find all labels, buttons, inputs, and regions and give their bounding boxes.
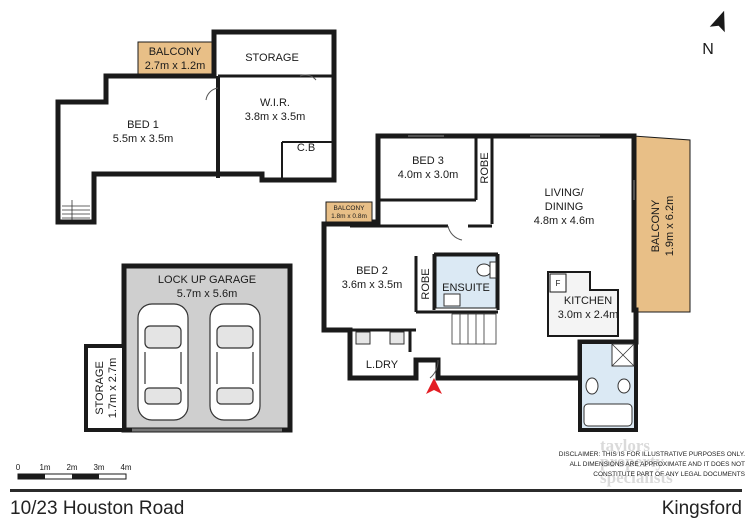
- bed1-size: 5.5m x 3.5m: [113, 133, 174, 145]
- cb-label: C.B: [297, 142, 315, 154]
- bed2-size: 3.6m x 3.5m: [342, 279, 403, 291]
- watermark-line1: taylors: [600, 436, 651, 455]
- watermark-line3: specialists: [600, 468, 673, 487]
- disclaimer-line3: CONSTITUTE PART OF ANY LEGAL DOCUMENTS: [593, 471, 745, 478]
- living-name: LIVING/: [544, 187, 584, 199]
- balcony-top-name-2: BALCONY: [149, 46, 202, 58]
- ldry-label: L.DRY: [366, 359, 399, 371]
- robe-bed2-label: ROBE: [420, 268, 432, 299]
- balcony-small-size: 1.8m x 0.8m: [331, 213, 367, 220]
- storage-garage-size: 1.7m x 2.7m: [107, 358, 119, 419]
- entry-arrow: [426, 378, 442, 394]
- balcony-small-fill: [325, 201, 373, 223]
- scale-tick-4: 4m: [120, 463, 131, 472]
- garage-name: LOCK UP GARAGE: [158, 274, 256, 286]
- wir-name: W.I.R.: [260, 97, 290, 109]
- garage-storage-fill: [84, 344, 126, 432]
- scale-tick-2: 2m: [66, 463, 77, 472]
- balcony-right-fill: [633, 135, 691, 313]
- balcony-small-name: BALCONY: [333, 205, 365, 212]
- living-name2: DINING: [545, 201, 584, 213]
- fridge-label: F: [556, 279, 561, 288]
- bed2-name: BED 2: [356, 265, 388, 277]
- kitchen-size: 3.0m x 2.4m: [558, 309, 619, 321]
- storage-top-label: STORAGE: [245, 52, 299, 64]
- watermark-line2: property: [600, 452, 664, 471]
- stair-upper: [62, 200, 90, 220]
- disclaimer: DISCLAIMER: THIS IS FOR ILLUSTRATIVE PUR…: [555, 450, 745, 480]
- car-icon: [137, 303, 189, 421]
- bed3-name: BED 3: [412, 155, 444, 167]
- north-arrow-icon: N: [702, 10, 725, 58]
- storage-garage-name: STORAGE: [94, 361, 106, 415]
- living-size: 4.8m x 4.6m: [534, 215, 595, 227]
- robe-bed3-label: ROBE: [479, 152, 491, 183]
- upper-walls: [55, 29, 337, 225]
- property-address: 10/23 Houston Road: [10, 498, 185, 519]
- car-icon: [209, 303, 261, 421]
- scale-bar: [17, 473, 127, 480]
- balcony-top-size-2: 2.7m x 1.2m: [145, 60, 206, 72]
- scale-tick-0: 0: [16, 463, 21, 472]
- property-suburb: Kingsford: [661, 498, 742, 519]
- wir-size: 3.8m x 3.5m: [245, 111, 306, 123]
- watermark: taylors property specialists: [600, 436, 673, 487]
- footer-divider: [10, 489, 742, 492]
- scale-tick-1: 1m: [39, 463, 50, 472]
- ensuite-label: ENSUITE: [442, 282, 490, 294]
- disclaimer-line1: DISCLAIMER: THIS IS FOR ILLUSTRATIVE PUR…: [558, 451, 745, 458]
- balcony-right-name: BALCONY: [650, 199, 662, 252]
- stair-main: [451, 313, 497, 345]
- scale-tick-3: 3m: [93, 463, 104, 472]
- bed1-name: BED 1: [127, 119, 159, 131]
- bed3-size: 4.0m x 3.0m: [398, 169, 459, 181]
- garage-size: 5.7m x 5.6m: [177, 288, 238, 300]
- kitchen-name: KITCHEN: [564, 295, 612, 307]
- disclaimer-line2: ALL DIMENSIONS ARE APPROXIMATE AND IT DO…: [569, 461, 745, 468]
- balcony-right-size: 1.9m x 6.2m: [664, 196, 676, 257]
- north-label: N: [702, 41, 714, 58]
